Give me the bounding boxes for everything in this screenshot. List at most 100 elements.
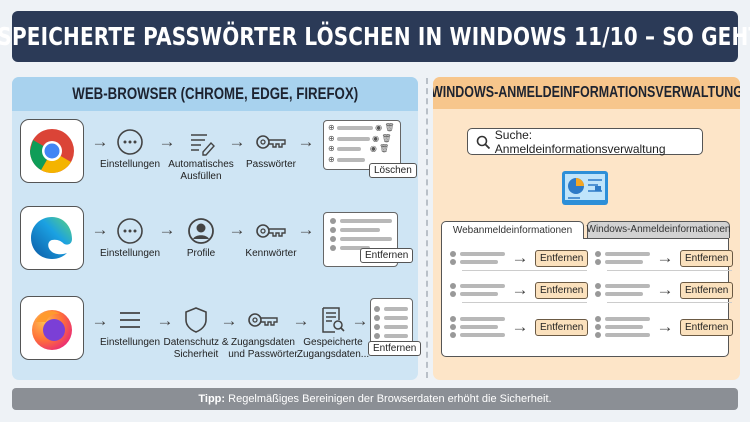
password-list — [370, 298, 413, 346]
credential-entry: →Entfernen — [595, 280, 734, 300]
password-entry: ⊕ ◉ 🗑 — [328, 123, 395, 132]
credential-line — [450, 291, 498, 297]
remove-button[interactable]: Entfernen — [535, 249, 589, 267]
step-profile: Profile — [165, 216, 237, 260]
password-entry: ⊕ — [328, 155, 396, 166]
profile-icon — [188, 218, 214, 244]
credentials-list: → Entfernen → Entfernen → Entfernen → Entfernen… — [441, 238, 734, 357]
document-search-icon — [322, 307, 345, 333]
tip-label: Tipp: — [198, 393, 226, 405]
step-passwords: Passwörter — [235, 127, 307, 171]
step-label: Datenschutz & Sicherheit — [163, 337, 229, 360]
remove-button[interactable]: Entfernen — [360, 248, 414, 263]
arrow-icon: → — [511, 317, 529, 336]
arrow-icon: → — [228, 220, 246, 239]
credential-lines — [595, 280, 650, 300]
row-divider — [462, 270, 587, 271]
arrow-icon: → — [511, 248, 529, 267]
password-entry: ⊕ ◉ 🗑 — [328, 133, 392, 143]
credential-line — [595, 259, 643, 265]
eye-icon[interactable]: ◉ — [375, 123, 383, 132]
step-label: Einstellungen — [99, 159, 161, 170]
remove-button[interactable]: Entfernen — [680, 249, 734, 267]
step-label: Einstellungen — [99, 337, 161, 348]
key-icon — [248, 313, 278, 327]
arrow-icon: → — [220, 311, 238, 330]
eye-icon[interactable]: ◉ — [369, 144, 377, 153]
credential-line — [450, 332, 505, 338]
credential-entry: → Entfernen — [595, 248, 734, 268]
windows-header-text: WINDOWS-ANMELDEINFORMATIONSVERWALTUNG — [433, 84, 740, 101]
tab-label: Webanmeldeinformationen — [452, 224, 573, 236]
credential-manager-icon[interactable] — [562, 171, 608, 210]
arrow-icon: → — [156, 311, 174, 330]
edge-logo — [20, 206, 84, 270]
credential-entry: → Entfernen — [450, 280, 589, 300]
tab-web-credentials[interactable]: Webanmeldeinformationen — [441, 221, 584, 239]
arrow-icon: → — [158, 220, 176, 239]
credential-line — [450, 324, 498, 330]
trash-icon[interactable]: 🗑 — [384, 123, 395, 132]
step-settings: Einstellungen — [94, 305, 166, 349]
more-dots-icon — [117, 218, 143, 244]
remove-button[interactable]: Entfernen — [680, 318, 734, 336]
row-divider — [462, 302, 587, 303]
remove-button[interactable]: Entfernen — [535, 281, 589, 299]
key-icon — [256, 224, 286, 238]
step-privacy: Datenschutz & Sicherheit — [160, 305, 232, 361]
arrow-icon: → — [158, 132, 176, 151]
step-saved-logins: Gespeicherte Zugangsdaten... — [296, 305, 370, 361]
arrow-icon: → — [91, 311, 109, 330]
arrow-icon: → — [656, 317, 674, 336]
arrow-icon: → — [656, 248, 674, 267]
credential-lines — [450, 280, 505, 300]
credential-line — [595, 251, 650, 257]
credential-lines — [450, 248, 505, 268]
edge-icon — [31, 217, 72, 259]
chrome-logo — [20, 119, 84, 183]
key-icon — [256, 135, 286, 149]
divider — [426, 78, 428, 378]
credential-line — [450, 251, 505, 257]
arrow-icon: → — [91, 220, 109, 239]
delete-button[interactable]: Löschen — [369, 163, 417, 178]
credential-entry: → Entfernen — [450, 313, 589, 341]
arrow-icon: → — [292, 311, 310, 330]
password-entry: ⊕ ◉ 🗑 — [328, 144, 390, 153]
eye-icon[interactable]: ◉ — [372, 133, 380, 143]
arrow-icon: → — [511, 280, 529, 299]
step-label: Gespeicherte Zugangsdaten... — [296, 337, 370, 360]
arrow-icon: → — [351, 311, 369, 330]
shield-icon — [185, 307, 207, 333]
remove-button[interactable]: Entfernen — [680, 281, 734, 299]
password-list: ⊕ ◉ 🗑 ⊕ ◉ 🗑 ⊕ ◉ 🗑 ⊕ — [323, 120, 401, 170]
credential-lines — [595, 313, 650, 341]
credential-line — [450, 316, 505, 322]
chrome-icon — [30, 129, 74, 173]
credential-lines — [450, 313, 505, 341]
credential-line — [595, 324, 643, 330]
credential-line — [595, 332, 650, 338]
step-label: Passwörter — [245, 159, 296, 170]
step-label: Zugangsdaten und Passwörter — [228, 337, 298, 360]
tip-text: Regelmäßiges Bereinigen der Browserdaten… — [225, 393, 552, 405]
remove-button[interactable]: Entfernen — [368, 341, 422, 356]
credential-line — [595, 291, 643, 297]
step-label: Automatisches Ausfüllen — [168, 159, 234, 182]
step-settings: Einstellungen — [94, 127, 166, 171]
arrow-icon: → — [228, 132, 246, 151]
menu-icon — [120, 312, 140, 328]
tip-bar: Tipp: Regelmäßiges Bereinigen der Browse… — [12, 388, 738, 410]
remove-button[interactable]: Entfernen — [535, 318, 589, 336]
arrow-icon: → — [91, 132, 109, 151]
tab-windows-credentials[interactable]: Windows-Anmeldeinformationen — [587, 221, 730, 238]
trash-icon[interactable]: 🗑 — [379, 144, 390, 153]
credential-entry: → Entfernen — [595, 313, 734, 341]
firefox-logo — [20, 296, 84, 360]
step-label: Profile — [186, 248, 216, 259]
trash-icon[interactable]: 🗑 — [381, 133, 392, 143]
arrow-icon: → — [297, 132, 315, 151]
arrow-icon: → — [297, 220, 315, 239]
search-input[interactable]: Suche: Anmeldeinformationsverwaltung — [467, 127, 703, 156]
search-text: Suche: Anmeldeinformationsverwaltung — [494, 127, 666, 156]
